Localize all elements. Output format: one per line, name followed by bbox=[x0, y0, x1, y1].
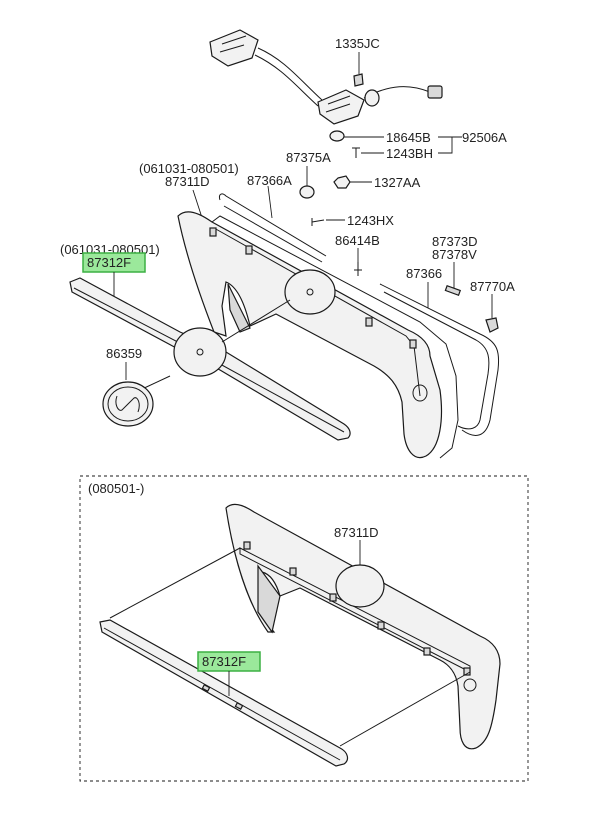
screw-icon bbox=[311, 218, 325, 226]
label-1327aa: 1327AA bbox=[374, 175, 421, 190]
label-1243hx: 1243HX bbox=[347, 213, 394, 228]
clip-icon bbox=[444, 284, 462, 296]
label-87770a: 87770A bbox=[470, 279, 515, 294]
hyundai-emblem-icon bbox=[102, 381, 154, 427]
label-1243bh: 1243BH bbox=[386, 146, 433, 161]
label-86359: 86359 bbox=[106, 346, 142, 361]
clip-icon bbox=[353, 73, 364, 87]
grommet-icon bbox=[299, 185, 315, 199]
label-section-date: (080501-) bbox=[88, 481, 144, 496]
label-18645b: 18645B bbox=[386, 130, 431, 145]
label-date-top: (061031-080501) bbox=[139, 161, 239, 176]
label-87366a: 87366A bbox=[247, 173, 292, 188]
bulb-icon bbox=[329, 130, 345, 142]
license-lamp-icon bbox=[209, 29, 443, 125]
label-87311d-top: 87311D bbox=[165, 174, 210, 189]
clip-icon bbox=[485, 317, 499, 333]
label-87312f-top[interactable]: 87312F bbox=[87, 255, 131, 270]
label-87312f-bottom[interactable]: 87312F bbox=[202, 654, 246, 669]
label-87373d: 87373D bbox=[432, 234, 478, 249]
nut-icon bbox=[333, 175, 351, 189]
section-box bbox=[79, 475, 529, 782]
moulding-87312f-bottom bbox=[99, 619, 349, 767]
label-86414b: 86414B bbox=[335, 233, 380, 248]
label-1335jc: 1335JC bbox=[335, 36, 380, 51]
label-87375a: 87375A bbox=[286, 150, 331, 165]
label-87378v: 87378V bbox=[432, 247, 477, 262]
clip-icon bbox=[354, 262, 362, 276]
label-87366: 87366 bbox=[406, 266, 442, 281]
screw-icon bbox=[352, 147, 360, 158]
tailgate-garnish-bottom bbox=[225, 503, 501, 750]
label-87311d-bottom: 87311D bbox=[334, 525, 379, 540]
label-92506a: 92506A bbox=[462, 130, 507, 145]
